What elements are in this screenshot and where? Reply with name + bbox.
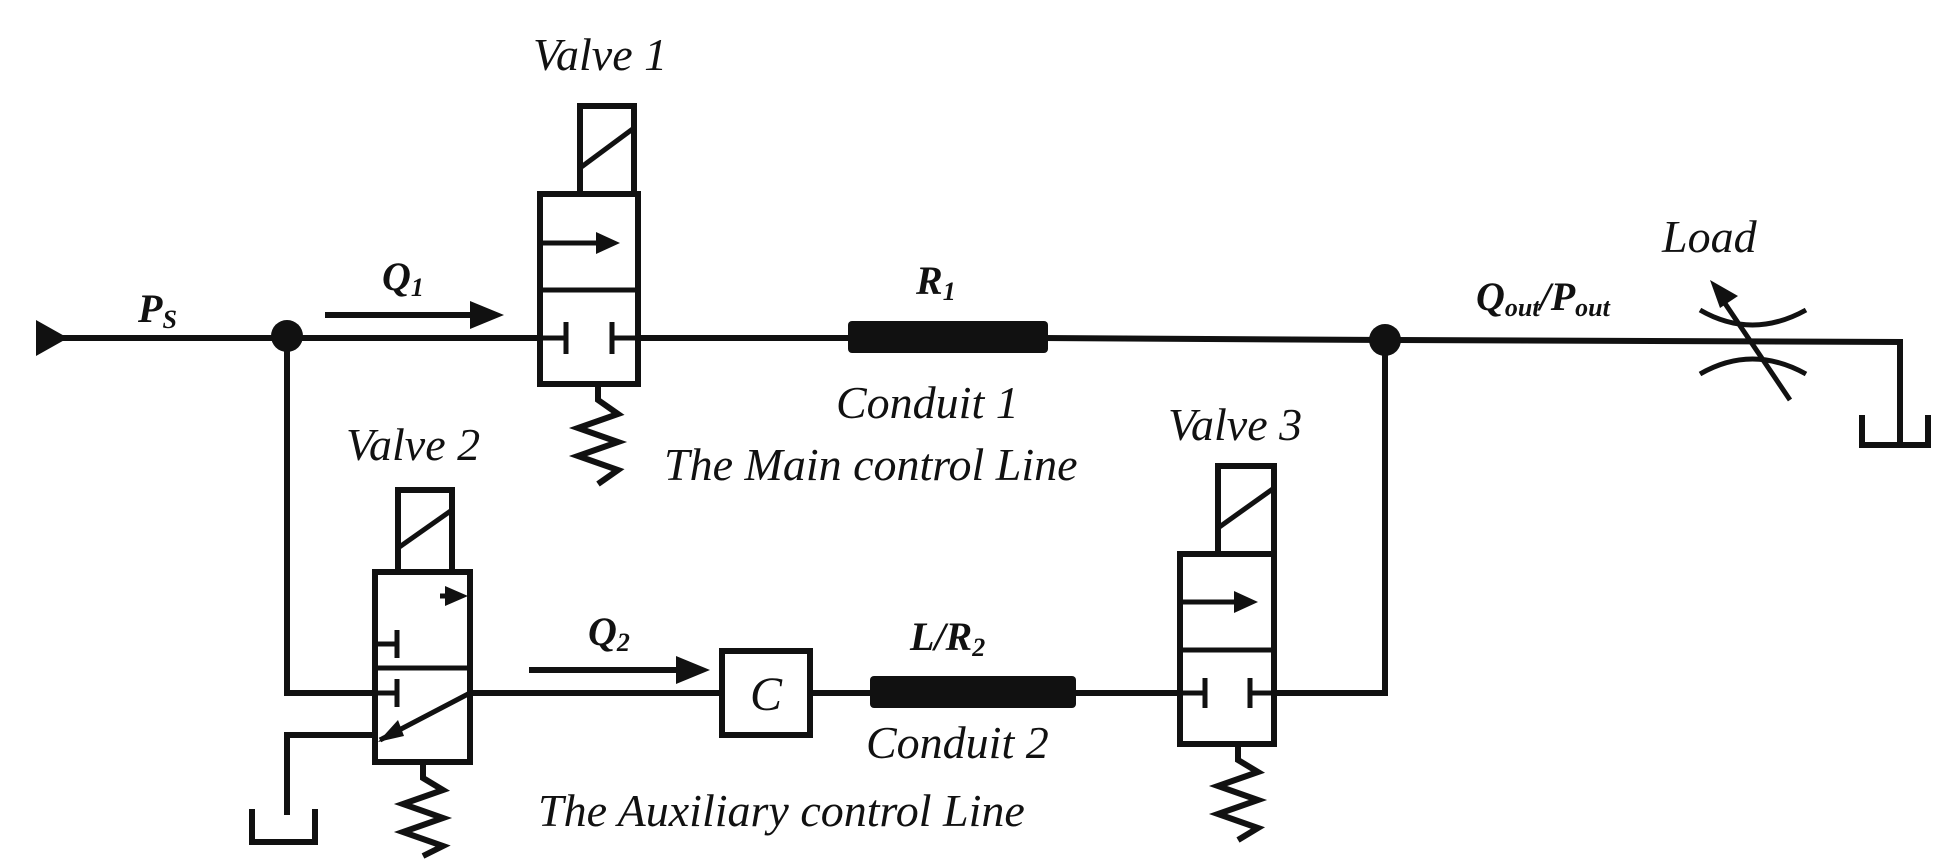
- valve2-exhaust-line: [284, 732, 378, 815]
- valve-2: [372, 487, 473, 859]
- valve3-flow-arrowhead: [1234, 591, 1258, 613]
- valve2-spring: [393, 762, 453, 859]
- q2-flow-arrowhead: [676, 656, 710, 684]
- load-variable-arrow: [1717, 294, 1793, 402]
- label-r1: R1: [915, 258, 956, 306]
- branch-line-to-valve2: [284, 333, 378, 696]
- valve2-diagonal-arrowhead: [378, 720, 404, 742]
- load-variable-arrowhead: [1710, 280, 1738, 308]
- valve-3: [1177, 463, 1277, 843]
- capacitor-box: [719, 648, 813, 738]
- valve3-spring: [1208, 744, 1268, 843]
- label-valve1: Valve 1: [533, 29, 667, 80]
- resistor-r1: [848, 321, 1048, 353]
- label-conduit2: Conduit 2: [866, 717, 1049, 768]
- tank-valve2: [249, 809, 318, 845]
- valve1-solenoid-slash: [578, 125, 636, 171]
- load-restrictor: [1698, 280, 1808, 402]
- load-upper-arc: [1698, 307, 1808, 328]
- supply-source-arrow: [36, 320, 68, 356]
- label-valve2: Valve 2: [346, 419, 480, 470]
- label-auxiliary-line: The Auxiliary control Line: [538, 785, 1025, 836]
- valve1-flow-arrowhead: [596, 232, 620, 254]
- label-q2: Q2: [588, 609, 630, 657]
- valve2-flow-arrowhead: [445, 586, 468, 606]
- q1-flow-arrowhead: [470, 301, 504, 329]
- valve3-solenoid-slash: [1216, 485, 1276, 531]
- branch-line-from-valve3: [1269, 337, 1388, 696]
- load-lower-arc: [1698, 356, 1808, 377]
- label-load: Load: [1661, 211, 1758, 262]
- resistor-r2: [870, 676, 1076, 708]
- label-capacitor: C: [750, 668, 783, 721]
- label-ps: PS: [137, 286, 177, 334]
- label-main-line: The Main control Line: [664, 439, 1078, 490]
- main-line-r1-to-junction: [1040, 334, 1389, 344]
- valve2-solenoid-slash: [396, 507, 454, 551]
- valve1-spring: [568, 384, 628, 487]
- label-qout-pout: Qout/Pout: [1476, 274, 1611, 322]
- label-q1: Q1: [382, 254, 424, 302]
- output-line: [1381, 336, 1904, 346]
- label-lr2: L/R2: [909, 614, 985, 662]
- label-conduit1: Conduit 1: [836, 377, 1019, 428]
- tank-load: [1859, 415, 1931, 448]
- label-valve3: Valve 3: [1168, 399, 1302, 450]
- valve-1: [537, 103, 641, 487]
